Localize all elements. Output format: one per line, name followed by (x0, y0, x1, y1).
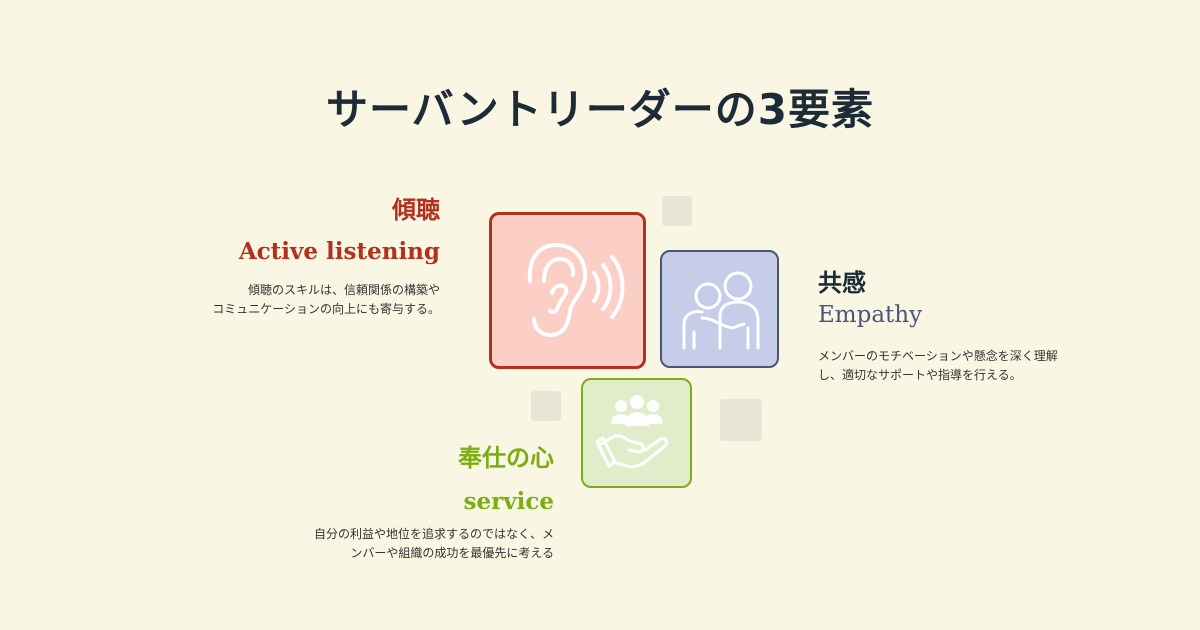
description-line: 自分の利益や地位を追求するのではなく、メ (313, 527, 554, 541)
listening-block: 傾聴 Active listening 傾聴のスキルは、信頼関係の構築や コミュ… (100, 195, 440, 319)
description-line: コミュニケーションの向上にも寄与する。 (212, 302, 440, 316)
ear-sound-icon (527, 243, 625, 337)
empathy-title-jp: 共感 (818, 269, 866, 297)
empathy-title-en: Empathy (818, 302, 923, 328)
service-title-en: service (463, 488, 554, 515)
service-title-jp: 奉仕の心 (458, 444, 554, 472)
empathy-card (660, 250, 779, 368)
description-line: 傾聴のスキルは、信頼関係の構築や (247, 283, 440, 297)
empathy-block: 共感 Empathy メンバーのモチベーションや懸念を深く理解 し、適切なサポー… (818, 268, 1118, 385)
listening-title-jp: 傾聴 (392, 196, 440, 224)
page-title: サーバントリーダーの3要素 (326, 85, 874, 134)
description-line: メンバーのモチベーションや懸念を深く理解 (818, 349, 1058, 363)
service-description: 自分の利益や地位を追求するのではなく、メ ンバーや組織の成功を最優先に考える (250, 525, 554, 563)
people-hug-icon (682, 271, 760, 350)
service-card (581, 378, 692, 488)
decor-square (531, 391, 561, 421)
empathy-description: メンバーのモチベーションや懸念を深く理解 し、適切なサポートや指導を行える。 (818, 347, 1118, 385)
hand-people-icon (595, 395, 669, 469)
decor-square (720, 399, 762, 441)
description-line: し、適切なサポートや指導を行える。 (818, 368, 1022, 382)
description-line: ンバーや組織の成功を最優先に考える (350, 546, 554, 560)
service-block: 奉仕の心 service 自分の利益や地位を追求するのではなく、メ ンバーや組織… (250, 443, 554, 563)
listening-description: 傾聴のスキルは、信頼関係の構築や コミュニケーションの向上にも寄与する。 (100, 281, 440, 319)
decor-square (662, 196, 692, 226)
listening-card (489, 212, 646, 369)
listening-title-en: Active listening (238, 238, 440, 265)
